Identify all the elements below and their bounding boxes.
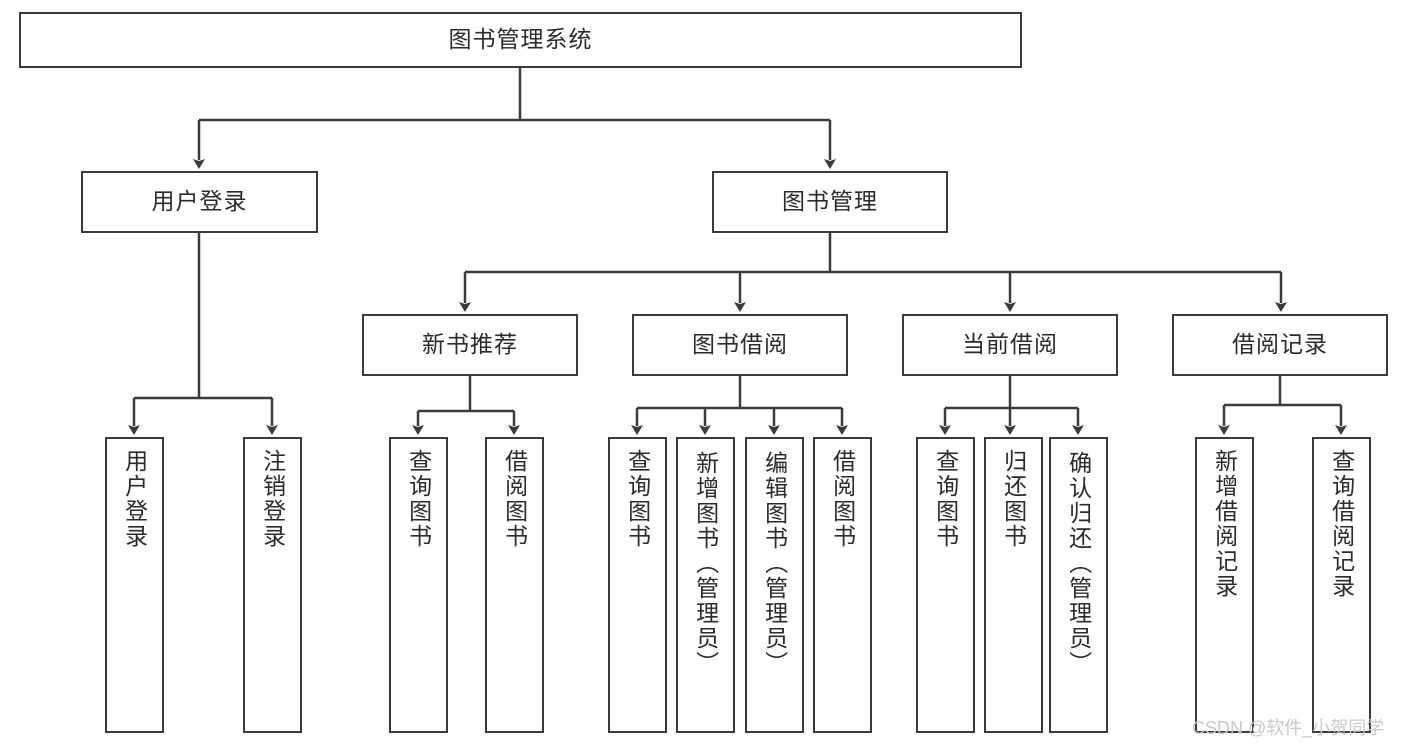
node-label: 归还图书 xyxy=(1000,449,1027,549)
node-label: 借阅图书 xyxy=(829,449,856,549)
node-label: 新增借阅记录 xyxy=(1211,449,1238,599)
node-label: 查询图书 xyxy=(405,449,432,549)
leaf-recommend-borrow-book[interactable]: 借阅图书 xyxy=(485,437,544,733)
node-user-login[interactable]: 用户登录 xyxy=(81,171,318,233)
node-borrow-record[interactable]: 借阅记录 xyxy=(1172,314,1388,376)
node-label: 确认归还（管理员） xyxy=(1065,451,1092,676)
leaf-borrow-query-book[interactable]: 查询图书 xyxy=(608,437,667,733)
leaf-record-query-borrow-record[interactable]: 查询借阅记录 xyxy=(1312,437,1371,733)
node-new-book-recommend[interactable]: 新书推荐 xyxy=(362,314,578,376)
node-label: 图书管理系统 xyxy=(448,26,593,53)
leaf-current-query-book[interactable]: 查询图书 xyxy=(916,437,975,733)
node-label: 图书管理 xyxy=(782,188,878,215)
node-label: 借阅记录 xyxy=(1232,331,1328,358)
node-label: 新增图书（管理员） xyxy=(692,451,719,676)
node-label: 用户登录 xyxy=(151,188,248,215)
node-label: 查询图书 xyxy=(932,449,959,549)
leaf-current-confirm-return-admin[interactable]: 确认归还（管理员） xyxy=(1049,437,1108,733)
node-book-management[interactable]: 图书管理 xyxy=(712,171,948,233)
leaf-recommend-query-book[interactable]: 查询图书 xyxy=(389,437,448,733)
leaf-borrow-edit-book-admin[interactable]: 编辑图书（管理员） xyxy=(745,437,804,733)
leaf-user-login-signout[interactable]: 注销登录 xyxy=(243,437,302,733)
leaf-user-login-signin[interactable]: 用户登录 xyxy=(105,437,164,733)
leaf-borrow-add-book-admin[interactable]: 新增图书（管理员） xyxy=(676,437,735,733)
node-label: 借阅图书 xyxy=(501,449,528,549)
node-label: 当前借阅 xyxy=(962,331,1058,358)
node-root-book-management-system[interactable]: 图书管理系统 xyxy=(19,12,1022,68)
csdn-watermark: CSDN @软件_小贺同学 xyxy=(1192,718,1385,738)
node-label: 查询图书 xyxy=(624,449,651,549)
node-label: 图书借阅 xyxy=(692,331,788,358)
node-label: 注销登录 xyxy=(259,449,286,549)
node-label: 用户登录 xyxy=(121,449,148,549)
node-label: 查询借阅记录 xyxy=(1328,449,1355,599)
leaf-current-return-book[interactable]: 归还图书 xyxy=(984,437,1043,733)
node-label: 新书推荐 xyxy=(422,331,518,358)
node-label: 编辑图书（管理员） xyxy=(761,451,788,676)
node-book-borrow[interactable]: 图书借阅 xyxy=(632,314,848,376)
leaf-borrow-borrow-book[interactable]: 借阅图书 xyxy=(813,437,872,733)
node-current-borrow[interactable]: 当前借阅 xyxy=(902,314,1118,376)
leaf-record-add-borrow-record[interactable]: 新增借阅记录 xyxy=(1195,437,1254,733)
